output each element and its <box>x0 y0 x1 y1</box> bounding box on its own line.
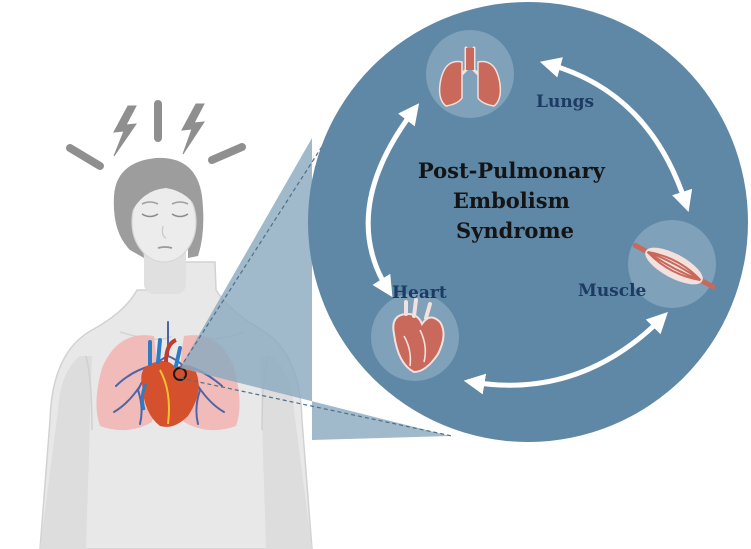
lungs-node <box>426 30 514 118</box>
title-line-3: Syndrome <box>456 218 574 243</box>
heart-label: Heart <box>392 283 447 303</box>
pain-lightning-icon <box>70 104 242 166</box>
muscle-label: Muscle <box>578 281 647 301</box>
title-line-2: Embolism <box>453 188 570 213</box>
lungs-label: Lungs <box>536 92 594 112</box>
title-line-1: Post-Pulmonary <box>418 158 606 183</box>
